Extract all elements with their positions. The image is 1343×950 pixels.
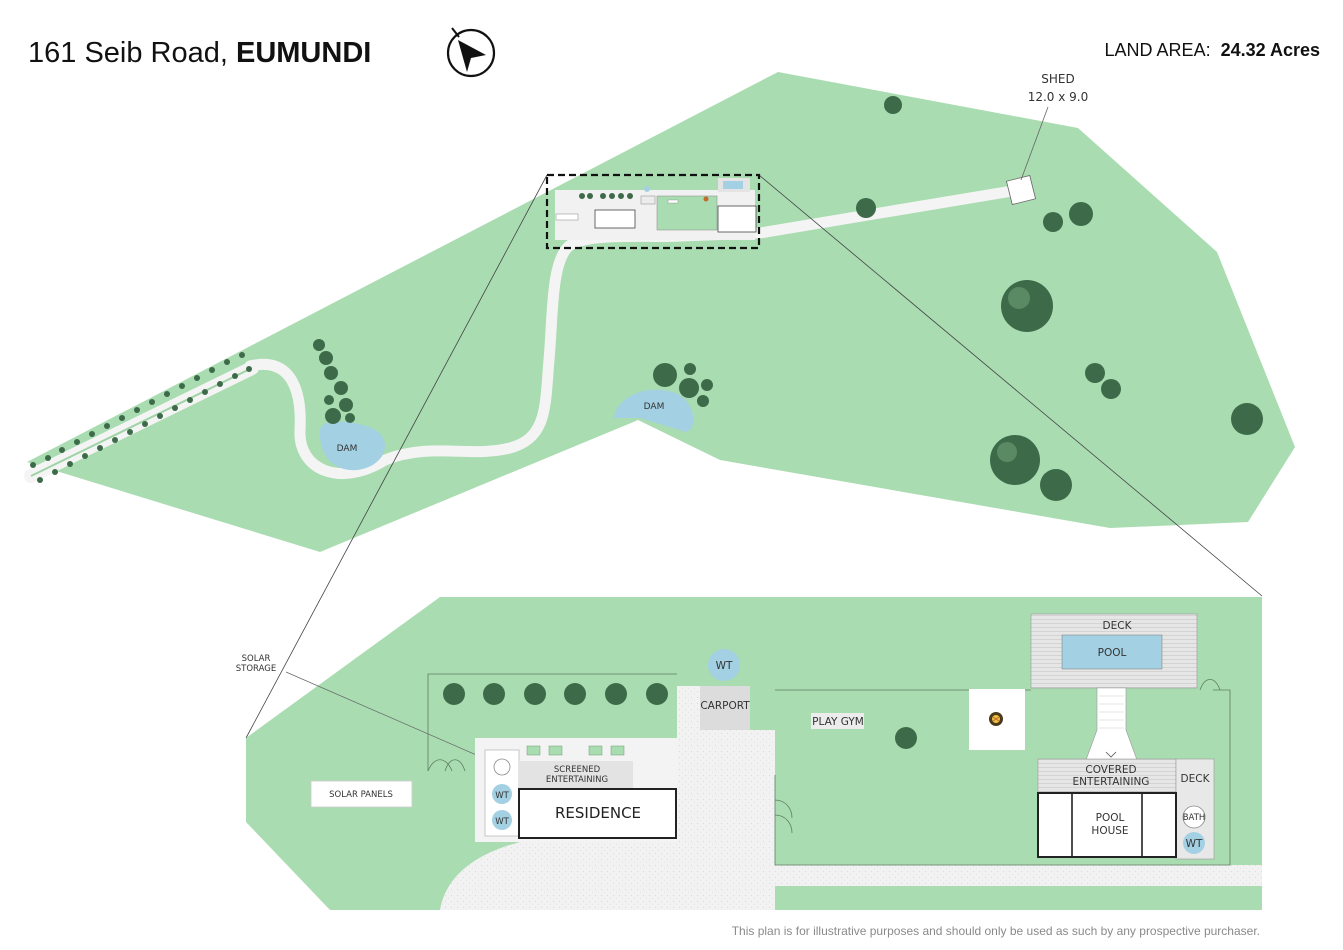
dam-right — [614, 389, 694, 432]
screened-label-1: SCREENED — [554, 765, 601, 775]
planter-boxes — [526, 745, 625, 756]
covered-label-2: ENTERTAINING — [1073, 776, 1150, 788]
covered-entertaining: COVERED ENTERTAINING — [1037, 758, 1177, 793]
solar-storage: SOLAR STORAGE — [236, 654, 498, 765]
shed: SHED 12.0 x 9.0 — [1005, 72, 1089, 206]
covered-label-1: COVERED — [1085, 764, 1136, 776]
avenue-trees — [30, 352, 252, 483]
gravel-driveway — [440, 686, 775, 910]
residence: RESIDENCE — [518, 788, 677, 839]
solar-storage-unit — [493, 758, 511, 776]
walkway-stairs — [1085, 687, 1138, 761]
homestead-thumbnail — [555, 178, 757, 240]
carport-label: CARPORT — [700, 700, 750, 712]
dam-left — [319, 421, 385, 471]
header: 161 Seib Road, EUMUNDI LAND AREA: 24.32 A… — [28, 27, 1320, 78]
shed-size: 12.0 x 9.0 — [1028, 90, 1089, 104]
dam-right-label: DAM — [644, 402, 665, 412]
water-tank-res-2: WT — [492, 810, 512, 830]
water-tank-carport: WT — [708, 649, 740, 681]
overview-trees — [313, 96, 1263, 501]
pool-house-label-1: POOL — [1096, 812, 1125, 824]
dam-left-label: DAM — [337, 444, 358, 454]
deck-label: DECK — [1103, 620, 1133, 632]
land-area-label: LAND AREA: — [1105, 40, 1211, 60]
pool-house: POOL HOUSE — [1037, 792, 1177, 858]
wt-label-pool-house: WT — [1186, 838, 1203, 850]
winding-driveway — [244, 184, 1024, 480]
solar-storage-label-1: SOLAR — [242, 654, 271, 664]
wt-label-carport: WT — [716, 660, 733, 672]
deck-small-label: DECK — [1181, 773, 1211, 785]
pool-deck: DECK POOL — [1030, 613, 1198, 689]
pool-house-label-2: HOUSE — [1091, 825, 1128, 837]
fire-pit — [969, 689, 1025, 750]
wt-label-res-2: WT — [495, 817, 509, 827]
solar-storage-label-2: STORAGE — [236, 664, 276, 674]
callout-line-right — [758, 174, 1263, 597]
play-gym-label: PLAY GYM — [812, 716, 864, 728]
zoom-frame — [545, 173, 761, 250]
water-tank-res-1: WT — [492, 784, 512, 804]
residence-label: RESIDENCE — [555, 804, 641, 822]
detail-trees — [443, 683, 917, 749]
solar-panels-label: SOLAR PANELS — [329, 790, 393, 800]
shed-label: SHED — [1041, 72, 1074, 86]
pool-label: POOL — [1098, 647, 1127, 659]
suburb-text: EUMUNDI — [236, 37, 371, 69]
land-area: LAND AREA: 24.32 Acres — [1105, 40, 1320, 60]
callout-line-left — [245, 174, 548, 739]
bath: BATH — [1182, 805, 1206, 829]
bath-label: BATH — [1183, 813, 1206, 823]
carport: CARPORT — [700, 686, 750, 730]
homestead-detail: SOLAR STORAGE SOLAR PANELS WT WT — [236, 597, 1262, 910]
access-driveway — [24, 361, 259, 483]
page-title: 161 Seib Road, EUMUNDI — [28, 37, 371, 69]
north-arrow-icon — [446, 27, 496, 78]
water-tank-pool-house: WT — [1183, 832, 1205, 854]
play-gym: PLAY GYM — [811, 713, 864, 729]
lot-boundary — [27, 72, 1295, 552]
screened-entertaining: SCREENED ENTERTAINING — [519, 761, 633, 789]
gravel-east-drive — [775, 865, 1262, 886]
disclaimer: This plan is for illustrative purposes a… — [732, 924, 1260, 938]
property-overview: DAM DAM SHED 12.0 x 9.0 — [24, 72, 1295, 739]
wt-label-res-1: WT — [495, 791, 509, 801]
solar-panels: SOLAR PANELS — [310, 780, 413, 808]
land-area-value: 24.32 Acres — [1221, 40, 1320, 60]
address-text: 161 Seib Road, — [28, 37, 236, 69]
screened-label-2: ENTERTAINING — [546, 775, 608, 785]
